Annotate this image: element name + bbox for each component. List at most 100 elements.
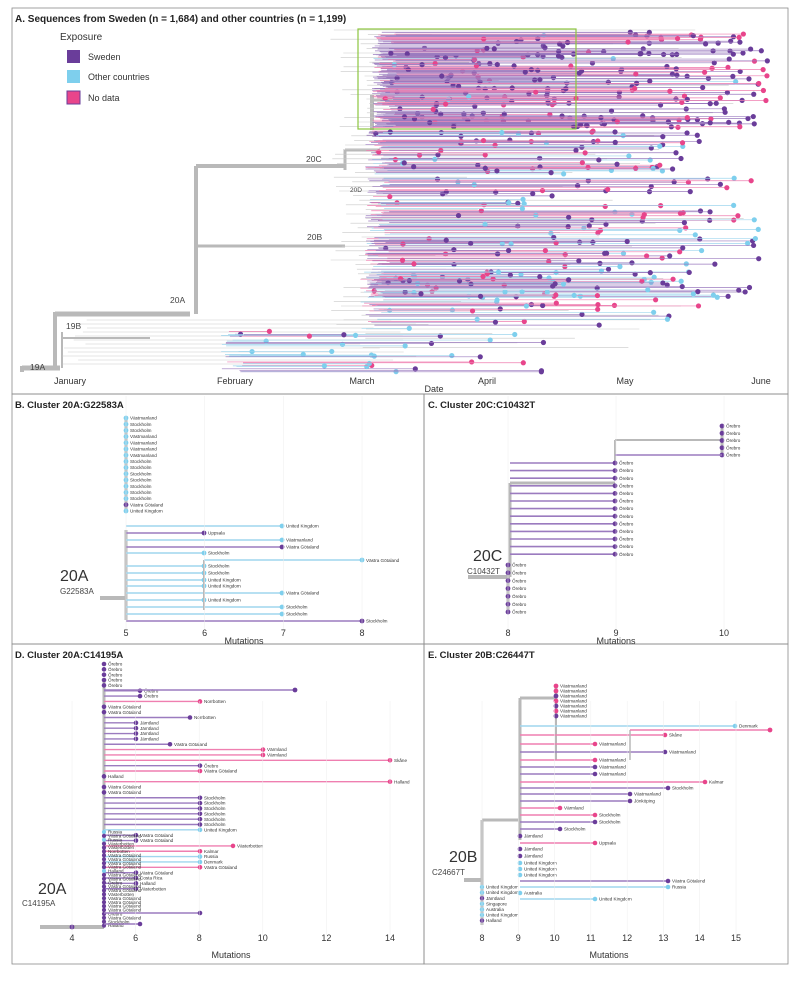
c-tip-label: Örebro	[619, 513, 634, 519]
tip-node	[667, 253, 673, 259]
tip-node	[406, 325, 412, 331]
e-tip-node	[592, 819, 598, 825]
tip-node	[684, 114, 690, 121]
d-tip-label: Västra Götaland	[108, 710, 142, 715]
e-tip-label: Värmland	[564, 806, 584, 811]
tip-node	[740, 31, 746, 37]
d-tip-node	[101, 872, 107, 878]
e-tip-label: United Kingdom	[524, 867, 557, 872]
tip-node	[509, 85, 515, 91]
tip-node	[371, 353, 377, 359]
tip-node	[376, 149, 382, 155]
tip-node	[458, 133, 464, 139]
tip-node	[432, 60, 438, 67]
d-tip-node	[133, 720, 139, 726]
tip-node	[650, 165, 656, 172]
month-may: May	[616, 376, 634, 386]
d-tip-node	[197, 768, 203, 774]
d-tip-label: Jämtland	[140, 737, 159, 742]
c-tick-label: 10	[719, 628, 729, 638]
e-tip-label: Västra Götaland	[672, 879, 706, 884]
d-tick-label: 14	[385, 933, 395, 943]
tip-node	[669, 166, 676, 172]
tip-node	[717, 95, 723, 101]
d-tip-node	[137, 921, 143, 927]
e-tip-node	[557, 826, 563, 832]
e-tip-label: Jämtland	[524, 854, 543, 859]
d-tip-node	[197, 800, 203, 806]
e-stack-tip-label: Västmanland	[560, 699, 587, 704]
tip-node	[501, 111, 507, 117]
b-tip-label: Stockholm	[130, 459, 152, 464]
tip-node	[469, 359, 475, 365]
tip-node	[736, 287, 742, 293]
tip-node	[428, 340, 435, 347]
tip-node	[451, 246, 457, 253]
d-tip-label: Västra Götaland	[108, 857, 142, 862]
tip-node	[512, 331, 518, 338]
c-tip-label: Örebro	[619, 490, 634, 496]
d-tip-label: Kalmar	[204, 849, 219, 854]
e-tip-node	[592, 741, 598, 747]
tip-node	[366, 360, 372, 367]
tip-node	[730, 34, 737, 40]
tip-node	[653, 297, 659, 303]
tip-node	[494, 251, 501, 257]
b-tip-label: United Kingdom	[208, 584, 241, 589]
tip-node	[481, 36, 487, 42]
panel-c-clade: 20C	[473, 548, 502, 565]
e-tip-node	[665, 884, 671, 890]
d-tip-label: Västra Götaland	[108, 790, 142, 795]
tip-node	[740, 50, 746, 56]
d-tip-node	[101, 915, 107, 920]
tip-node	[537, 77, 543, 83]
tip-node	[751, 121, 757, 127]
d-tick-label: 12	[321, 933, 331, 943]
tip-node	[371, 288, 377, 294]
d-tip-node	[197, 822, 203, 827]
tip-node	[660, 134, 666, 140]
tip-node	[561, 171, 567, 177]
tip-node	[533, 212, 539, 218]
d-tip-label: Västra Götaland	[108, 704, 142, 709]
tip-node	[397, 276, 404, 282]
panel-a-tree	[20, 29, 770, 375]
tip-node	[620, 132, 626, 139]
tip-node	[484, 45, 490, 51]
panel-c-mutation: C10432T	[467, 567, 500, 576]
tip-node	[443, 237, 449, 243]
tip-node	[560, 281, 567, 287]
d-tip-label: Västerbotten	[108, 841, 134, 846]
c-tip-node	[612, 475, 618, 481]
e-stack-tip-node	[553, 688, 559, 694]
d-tip-label: Västra Götaland	[108, 900, 142, 905]
d-tip-node	[101, 841, 107, 846]
tip-node	[533, 89, 539, 95]
month-april: April	[478, 376, 496, 386]
tip-node	[480, 273, 486, 280]
d-tip-label: United Kingdom	[204, 827, 237, 832]
d-tip-label: Värmland	[267, 747, 287, 752]
tip-node	[681, 220, 688, 226]
tip-node	[735, 213, 741, 219]
tip-node	[707, 209, 713, 215]
d-tip-label: Västra Götaland	[108, 896, 142, 901]
e-tip-node	[517, 853, 523, 859]
b-tip-label: Stockholm	[286, 605, 308, 610]
e-tip-node	[557, 805, 563, 811]
e-tip-label: Stockholm	[599, 813, 621, 818]
b-tip-label: Uppsala	[208, 531, 225, 536]
c-low-tip-label: Örebro	[512, 585, 527, 591]
tip-node	[401, 160, 407, 166]
tip-node	[477, 293, 484, 299]
d-tip-label: Stockholm	[204, 806, 226, 811]
e-tip-node	[662, 732, 668, 738]
d-tip-label: Halland	[108, 923, 124, 928]
c-tip-label: Örebro	[619, 467, 634, 473]
c-tip-node	[612, 513, 618, 519]
tip-node	[651, 309, 657, 315]
tip-node	[491, 46, 497, 52]
tip-node	[624, 238, 630, 245]
d-tip-label: Värmland	[267, 753, 287, 758]
e-tip-label: Uppsala	[599, 841, 616, 846]
